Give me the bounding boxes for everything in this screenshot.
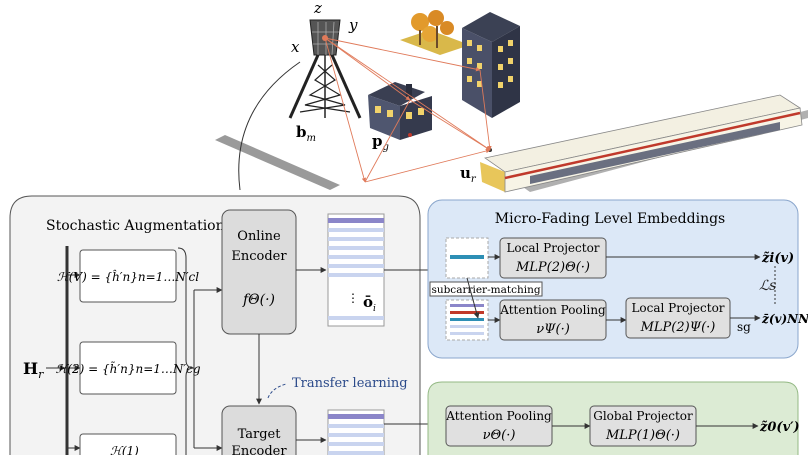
sg-label: sg <box>737 320 751 334</box>
target-encoder-box <box>221 405 297 455</box>
attn-pool-psi-label: Attention Pooling <box>499 303 606 317</box>
pg-label: pg <box>372 132 389 153</box>
multi-token-bar-3 <box>450 318 484 321</box>
z-nn-label: z̄(v)NNi <box>761 312 808 326</box>
subcarrier-match-arrow <box>466 277 480 319</box>
loss-label: ℒs <box>759 278 776 294</box>
augment-brace <box>177 247 195 455</box>
input-hr-label: Hr <box>23 359 44 381</box>
online-embedding-stack <box>327 213 385 327</box>
subcarrier-label: subcarrier-matching <box>431 284 540 296</box>
axis-y-label: y <box>348 16 358 34</box>
tower-icon <box>288 19 362 119</box>
aug-2-formula: ℋ(2) = {h̃′n}n=1…N′cg <box>55 360 200 376</box>
aug-2-box <box>79 341 177 395</box>
subcarrier-box <box>429 281 543 297</box>
train-icon <box>480 94 803 193</box>
target-encoder-line1: Target <box>238 427 282 442</box>
z0-label: z̃0(v′) <box>759 420 800 435</box>
trees-icon <box>400 10 470 55</box>
scene-illustration: z y x bm <box>215 0 808 193</box>
nu-psi: νΨ(·) <box>536 322 570 337</box>
obar-label: ōi <box>363 293 376 314</box>
bm-label: bm <box>296 123 316 144</box>
house-icon <box>368 82 432 140</box>
aug-v-formula: ℋ(V) = {ĥ′n}n=1…N′cl <box>57 269 199 284</box>
online-encoder-line1: Online <box>237 229 281 244</box>
micro-title: Micro-Fading Level Embeddings <box>495 211 726 227</box>
mlp-psi2: MLP(2)Ψ(·) <box>640 320 716 335</box>
aug-1-formula: ℋ(1) <box>110 444 139 455</box>
token-bar <box>450 255 484 259</box>
ur-label: ur <box>460 164 477 185</box>
nu-theta: νΘ(·) <box>483 428 516 443</box>
transfer-label: Transfer learning <box>292 376 408 391</box>
target-encoder-line2: Encoder <box>231 444 287 455</box>
local-projector-1-box <box>499 237 607 279</box>
augment-title: Stochastic Augmentations <box>46 218 232 234</box>
aug-v-box <box>79 249 177 303</box>
online-encoder-line2: Encoder <box>231 249 287 264</box>
local-projector-2-label: Local Projector <box>631 301 724 315</box>
road-edge <box>215 135 340 190</box>
axis-x-label: x <box>291 38 300 56</box>
multi-token-bar-5 <box>450 332 484 335</box>
target-embedding-stack <box>327 409 385 455</box>
multi-token-bar-2 <box>450 311 484 314</box>
online-encoder-func: fΘ(·) <box>242 292 275 308</box>
transfer-curve <box>267 383 287 399</box>
aug-1-box <box>79 433 177 455</box>
multi-token-bar-1 <box>450 304 484 307</box>
axis-z-label: z <box>313 0 322 17</box>
global-projector-label: Global Projector <box>593 409 693 423</box>
tall-building-icon <box>462 12 520 118</box>
emb-ellipsis: ⋮ <box>347 291 359 305</box>
multi-token-bar-4 <box>450 325 484 328</box>
mlp-theta1: MLP(1)Θ(·) <box>605 428 680 443</box>
attn-pool-theta-label: Attention Pooling <box>445 409 552 423</box>
local-projector-1-label: Local Projector <box>506 241 599 255</box>
coverage-arc <box>238 61 301 191</box>
z-i-label: z̃i(v) <box>761 251 794 266</box>
signal-rays <box>324 37 492 183</box>
mlp-theta2: MLP(2)Θ(·) <box>515 260 590 275</box>
